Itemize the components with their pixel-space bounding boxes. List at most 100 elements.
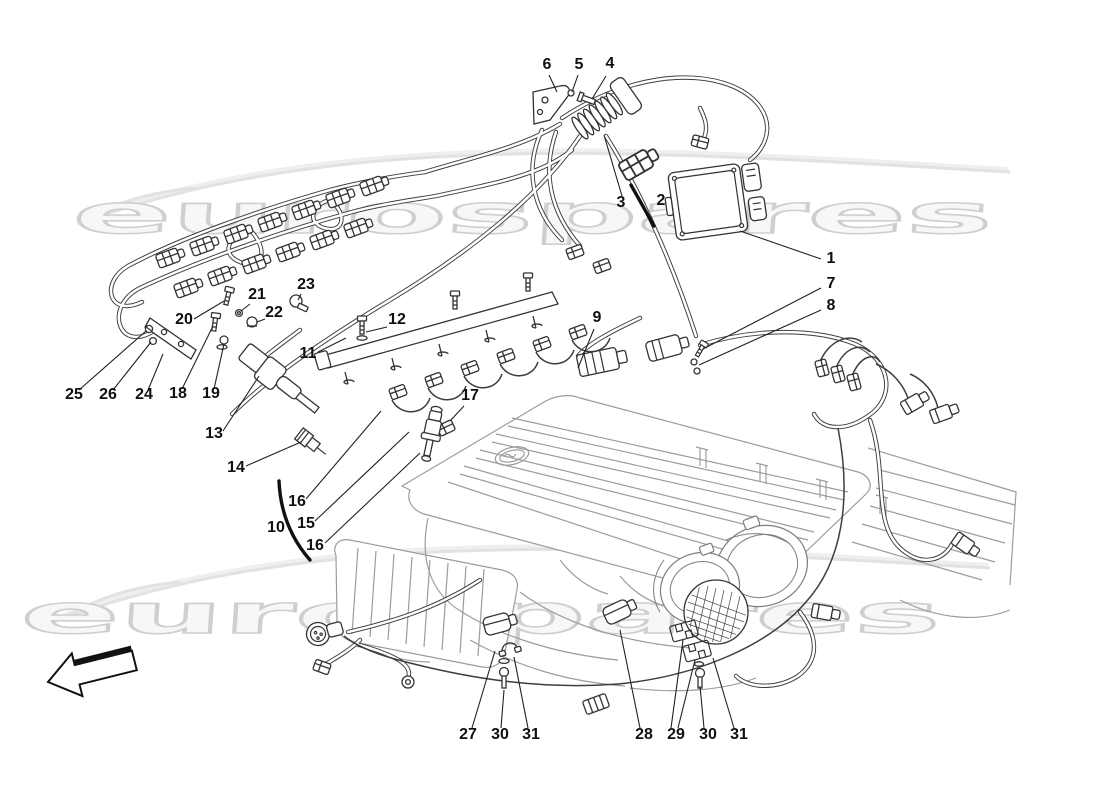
callout-7: 7	[702, 275, 836, 350]
ecu-art	[664, 162, 768, 241]
callout-2: 2	[657, 192, 666, 209]
hardware-art	[208, 285, 309, 350]
callout-label-14: 14	[227, 459, 245, 476]
callout-27: 27	[459, 650, 496, 743]
callout-label-15: 15	[297, 515, 315, 532]
washer-left	[498, 657, 510, 665]
callout-16: 16	[288, 410, 382, 510]
callout-label-23: 23	[297, 276, 315, 293]
callout-label-19: 19	[202, 385, 220, 402]
callout-13: 13	[205, 375, 260, 442]
sensor-connector-9	[576, 346, 628, 378]
callout-label-30: 30	[699, 726, 717, 743]
callout-label-21: 21	[248, 286, 266, 303]
bolt-18	[208, 311, 222, 333]
throttle-body-art	[653, 515, 809, 645]
callout-label-7: 7	[827, 275, 836, 292]
spark-plug-art	[293, 426, 327, 455]
callout-label-10: 10	[267, 519, 285, 536]
clamp-31-left	[498, 642, 522, 658]
callout-label-4: 4	[606, 55, 615, 72]
callout-label-26: 26	[99, 386, 117, 403]
callout-16: 16	[306, 452, 421, 554]
callout-label-16: 16	[288, 493, 306, 510]
nut-19	[216, 335, 229, 350]
injector-art	[420, 405, 443, 462]
callout-label-17: 17	[461, 387, 479, 404]
callout-8: 8	[698, 297, 836, 366]
thick-marks	[277, 183, 656, 562]
callout-20: 20	[175, 300, 225, 328]
callout-4: 4	[591, 55, 615, 100]
callout-label-5: 5	[575, 56, 584, 73]
callout-5: 5	[571, 56, 584, 93]
washer-21	[234, 308, 244, 318]
group-mark-part-10	[277, 479, 312, 562]
washer-5	[567, 89, 575, 97]
callout-26: 26	[99, 341, 152, 403]
callout-22: 22	[256, 304, 283, 323]
bottom-left-connectors-art	[305, 621, 415, 689]
bolt-30-left	[498, 666, 510, 689]
callout-14: 14	[227, 441, 302, 476]
callout-label-12: 12	[388, 311, 406, 328]
callout-label-13: 13	[205, 425, 223, 442]
callout-label-31: 31	[522, 726, 540, 743]
callout-21: 21	[240, 286, 266, 312]
direction-arrow	[46, 645, 138, 698]
callout-1: 1	[739, 230, 836, 267]
callout-label-16: 16	[306, 537, 324, 554]
bolt-30-right	[694, 667, 706, 689]
callout-31: 31	[513, 656, 540, 743]
callout-30: 30	[491, 689, 509, 743]
callout-label-31: 31	[730, 726, 748, 743]
callout-label-6: 6	[543, 56, 552, 73]
bolt-20	[220, 285, 236, 307]
callout-15: 15	[297, 431, 410, 532]
nut-26	[148, 336, 158, 346]
callout-label-30: 30	[491, 726, 509, 743]
callout-19: 19	[202, 343, 225, 402]
callout-6: 6	[543, 56, 558, 93]
fuel-rail-art	[313, 272, 559, 385]
callout-label-29: 29	[667, 726, 685, 743]
callout-29: 29	[667, 639, 696, 743]
callout-label-25: 25	[65, 386, 83, 403]
callout-label-27: 27	[459, 726, 477, 743]
callout-17: 17	[449, 387, 479, 422]
washer-right	[693, 661, 705, 667]
callout-label-24: 24	[135, 386, 153, 403]
callout-30: 30	[699, 685, 717, 743]
callout-9: 9	[577, 309, 602, 369]
right-sensors-art	[645, 334, 983, 623]
callout-label-28: 28	[635, 726, 653, 743]
callout-11: 11	[300, 337, 347, 362]
callout-label-20: 20	[175, 311, 193, 328]
callout-label-1: 1	[827, 250, 836, 267]
ignition-coil-art	[238, 343, 320, 414]
callout-label-8: 8	[827, 297, 836, 314]
clip-22	[246, 316, 258, 328]
callout-label-22: 22	[265, 304, 283, 321]
watermark-top: eurospares	[70, 148, 1011, 247]
callout-12: 12	[365, 311, 406, 333]
callout-3: 3	[603, 134, 626, 211]
callout-28: 28	[619, 629, 653, 743]
callout-label-9: 9	[593, 309, 602, 326]
callout-10: 10	[267, 519, 285, 536]
callout-label-11: 11	[300, 345, 317, 362]
callout-25: 25	[65, 330, 147, 403]
injector-connector-row-art	[387, 323, 628, 438]
callout-24: 24	[135, 353, 164, 403]
mounting-bracket-art	[144, 317, 197, 360]
callout-label-2: 2	[657, 192, 666, 209]
bottom-sensors-art	[481, 594, 713, 715]
callout-31: 31	[712, 657, 748, 743]
flat-connector	[582, 693, 610, 715]
callout-label-3: 3	[617, 194, 626, 211]
callout-18: 18	[169, 325, 214, 402]
callout-23: 23	[297, 276, 315, 301]
group-mark-part-2	[629, 183, 656, 228]
